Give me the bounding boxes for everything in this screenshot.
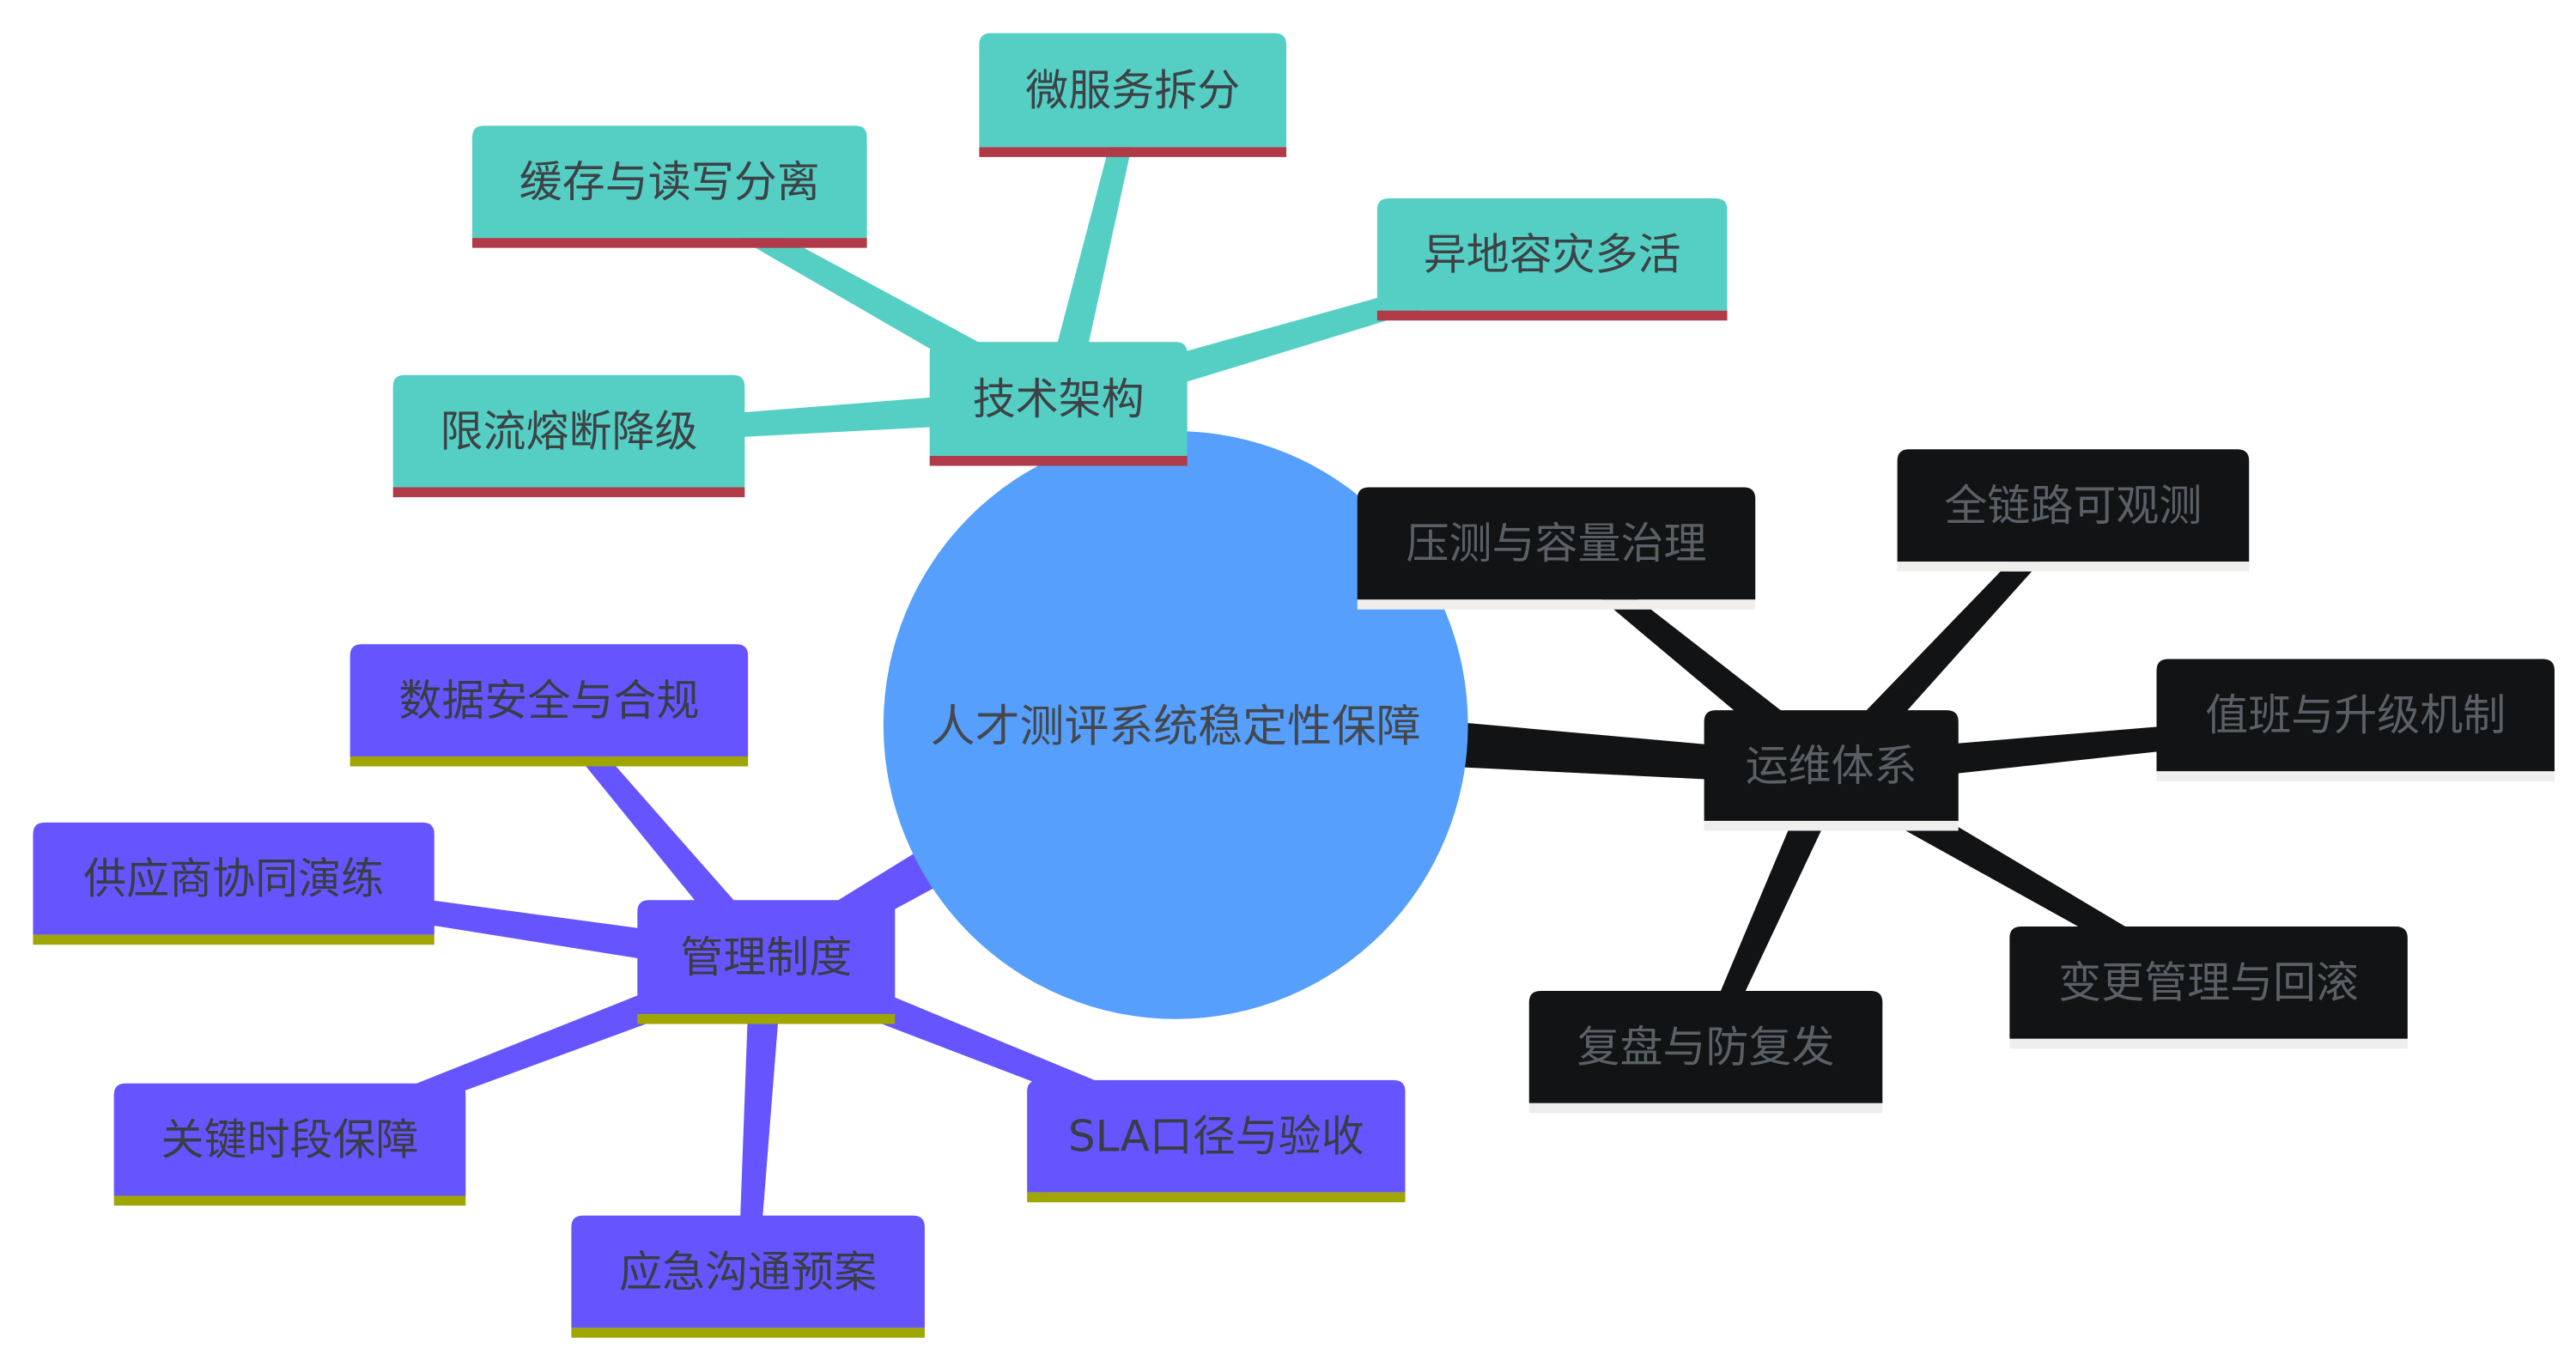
node-background: [349, 644, 749, 756]
leaf-node[interactable]: 异地容灾多活: [1376, 197, 1728, 321]
node-label: 管理制度: [680, 933, 852, 982]
leaf-node[interactable]: 全链路可观测: [1897, 449, 2250, 572]
leaf-node[interactable]: 复盘与防复发: [1528, 991, 1883, 1114]
node-label: 技术架构: [973, 374, 1145, 424]
branch-node[interactable]: 技术架构: [929, 342, 1188, 466]
node-background: [392, 374, 745, 488]
node-underline: [979, 147, 1287, 157]
node-label: 压测与容量治理: [1406, 519, 1707, 568]
node-label: 复盘与防复发: [1577, 1023, 1835, 1072]
leaf-node[interactable]: 变更管理与回滚: [2009, 927, 2408, 1049]
node-label: 变更管理与回滚: [2058, 958, 2359, 1008]
node-background: [637, 900, 896, 1014]
node-background: [2156, 659, 2555, 772]
node-label: 供应商协同演练: [83, 854, 384, 904]
node-label: 数据安全与合规: [398, 676, 699, 726]
node-underline: [1357, 599, 1756, 610]
node-background: [1704, 710, 1959, 821]
node-underline: [571, 1328, 925, 1338]
node-background: [1357, 487, 1756, 600]
node-underline: [637, 1013, 896, 1024]
leaf-node[interactable]: 应急沟通预案: [571, 1215, 925, 1338]
root-label: 人才测评系统稳定性保障: [931, 702, 1421, 753]
edge-branch-to-leaf: [738, 961, 783, 1278]
node-background: [1027, 1079, 1406, 1193]
node-label: SLA口径与验收: [1068, 1112, 1364, 1162]
leaf-node[interactable]: 供应商协同演练: [33, 822, 434, 945]
edge-branch-to-leaf: [1042, 93, 1143, 408]
node-underline: [113, 1195, 466, 1206]
leaf-node[interactable]: 值班与升级机制: [2156, 659, 2555, 781]
branch-node[interactable]: 管理制度: [637, 900, 896, 1024]
node-label: 缓存与读写分离: [519, 157, 820, 207]
node-label: 值班与升级机制: [2205, 690, 2506, 740]
node-background: [472, 125, 867, 239]
edge-branch-to-leaf: [1696, 763, 1847, 1056]
node-background: [1528, 991, 1883, 1103]
node-underline: [1376, 310, 1728, 321]
node-underline: [472, 238, 867, 248]
leaf-node[interactable]: 微服务拆分: [979, 33, 1287, 157]
node-underline: [33, 934, 434, 945]
node-label: 运维体系: [1746, 741, 1917, 791]
node-underline: [1704, 820, 1959, 831]
leaf-node[interactable]: 缓存与读写分离: [472, 125, 867, 248]
leaf-node[interactable]: SLA口径与验收: [1027, 1079, 1406, 1203]
leaf-node[interactable]: 关键时段保障: [113, 1083, 466, 1206]
node-label: 异地容灾多活: [1424, 230, 1681, 280]
node-background: [929, 342, 1188, 456]
node-label: 关键时段保障: [161, 1115, 419, 1164]
node-underline: [1897, 562, 2250, 572]
node-background: [2009, 927, 2408, 1039]
root-circle: [883, 431, 1468, 1019]
node-background: [979, 33, 1287, 148]
node-underline: [349, 756, 749, 767]
node-background: [33, 822, 434, 935]
node-label: 全链路可观测: [1944, 481, 2202, 531]
node-background: [1376, 197, 1728, 311]
node-underline: [1027, 1192, 1406, 1203]
node-underline: [2156, 771, 2555, 781]
leaf-node[interactable]: 数据安全与合规: [349, 644, 749, 767]
node-label: 限流熔断降级: [440, 406, 698, 456]
node-label: 微服务拆分: [1025, 65, 1240, 115]
node-background: [113, 1083, 466, 1196]
branch-node[interactable]: 运维体系: [1704, 710, 1959, 831]
node-underline: [392, 487, 745, 498]
leaf-node[interactable]: 限流熔断降级: [392, 374, 745, 498]
leaf-node[interactable]: 压测与容量治理: [1357, 487, 1756, 610]
node-background: [1897, 449, 2250, 562]
node-underline: [929, 455, 1188, 466]
node-background: [571, 1215, 925, 1328]
node-underline: [2009, 1038, 2408, 1049]
node-label: 应急沟通预案: [619, 1247, 877, 1297]
root-node[interactable]: 人才测评系统稳定性保障: [883, 431, 1468, 1019]
node-underline: [1528, 1103, 1883, 1114]
